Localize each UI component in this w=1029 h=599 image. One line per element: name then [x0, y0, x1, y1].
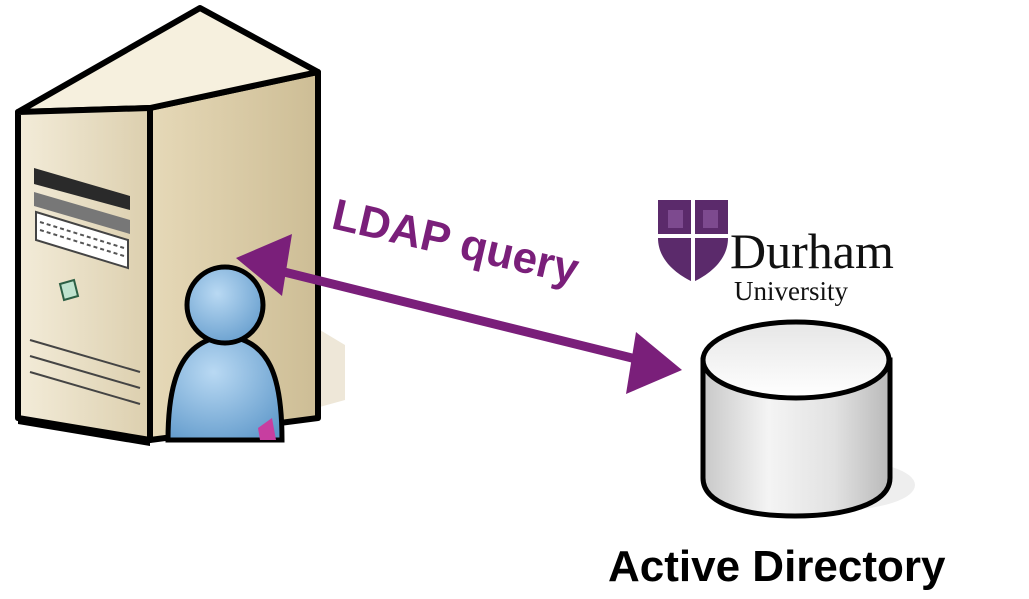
user-person-icon	[165, 264, 285, 443]
database-caption: Active Directory	[608, 542, 946, 591]
organization-subtitle: University	[734, 276, 848, 306]
database-cylinder-icon	[700, 319, 915, 519]
organization-name: Durham	[730, 223, 894, 279]
double-arrow-icon	[236, 234, 682, 394]
university-crest-icon	[658, 200, 728, 282]
connection-label: LDAP query	[328, 190, 584, 294]
